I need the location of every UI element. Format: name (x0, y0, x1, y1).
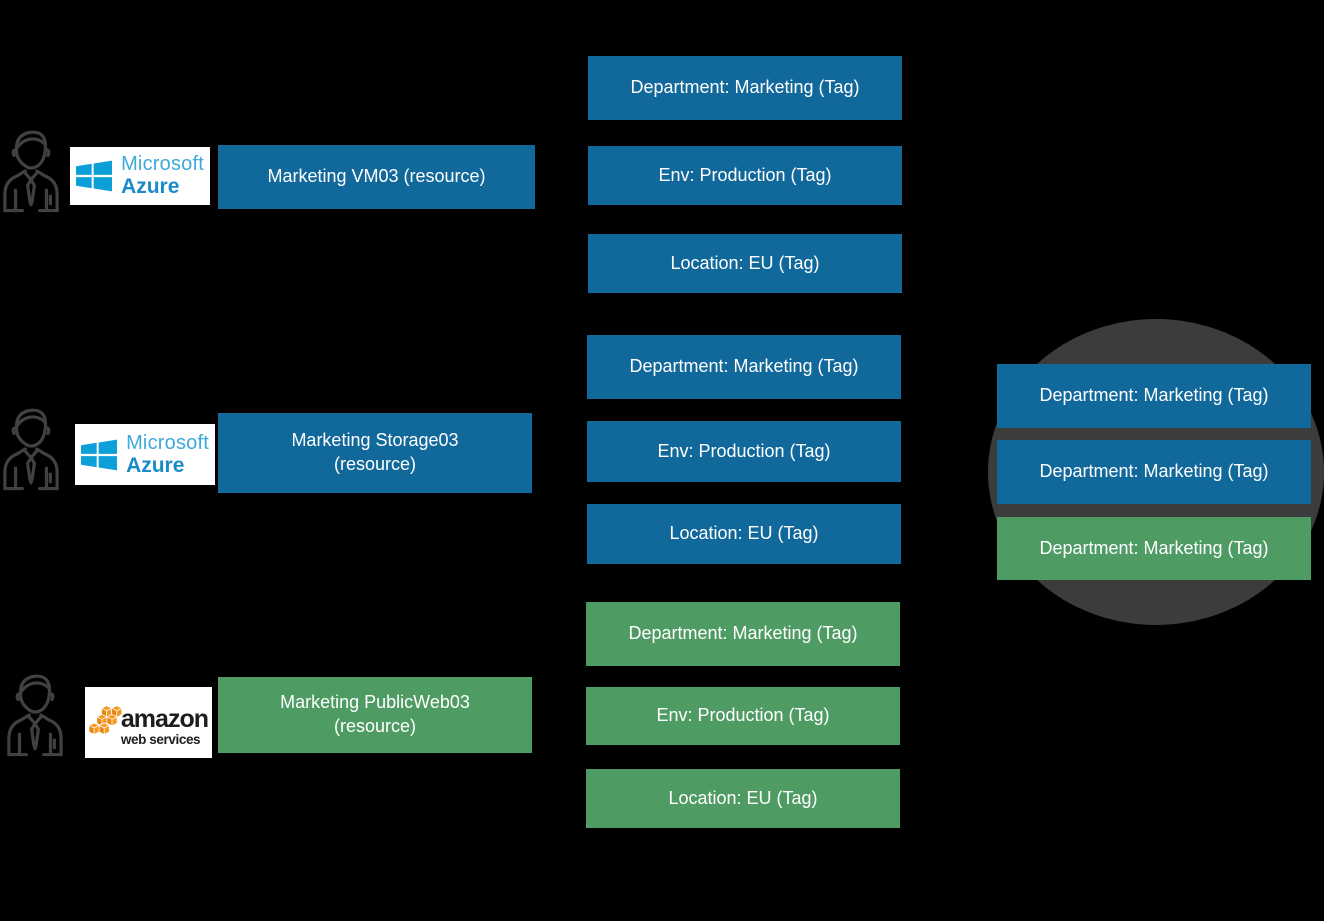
aws-logo: amazon web services (85, 687, 212, 758)
azure-logo-product: Azure (121, 175, 180, 199)
tag-box: Department: Marketing (Tag) (588, 56, 902, 120)
azure-logo-words: Microsoft Azure (126, 432, 209, 478)
tag-box: Env: Production (Tag) (587, 421, 901, 482)
tag-box: Env: Production (Tag) (586, 687, 900, 745)
azure-logo: Microsoft Azure (75, 424, 215, 485)
tag-box: Location: EU (Tag) (586, 769, 900, 828)
user-icon (2, 124, 60, 219)
azure-logo-product: Azure (126, 453, 185, 477)
businessman-outline-icon (7, 674, 63, 757)
resource-box-storage03: Marketing Storage03 (resource) (218, 413, 532, 493)
tag-box: Department: Marketing (Tag) (587, 335, 901, 399)
aws-logo-words: amazon web services (120, 704, 209, 747)
summary-tag-box: Department: Marketing (Tag) (997, 364, 1311, 428)
azure-logo-brand: Microsoft (121, 153, 204, 176)
user-icon (6, 667, 64, 764)
resource-box-publicweb03: Marketing PublicWeb03 (resource) (218, 677, 532, 753)
businessman-outline-icon (3, 408, 59, 491)
azure-logo: Microsoft Azure (70, 147, 210, 205)
windows-flag-icon (81, 439, 118, 470)
user-icon (2, 402, 60, 497)
tag-box: Location: EU (Tag) (588, 234, 902, 293)
windows-flag-icon (76, 160, 113, 192)
resource-box-vm03: Marketing VM03 (resource) (218, 145, 535, 209)
tag-box: Department: Marketing (Tag) (586, 602, 900, 666)
summary-tag-box: Department: Marketing (Tag) (997, 440, 1311, 504)
aws-cubes-icon (89, 704, 123, 735)
businessman-outline-icon (3, 130, 59, 213)
aws-logo-sub: web services (120, 731, 201, 747)
summary-tag-box: Department: Marketing (Tag) (997, 517, 1311, 580)
azure-logo-words: Microsoft Azure (121, 153, 204, 199)
tag-box: Location: EU (Tag) (587, 504, 901, 564)
azure-logo-brand: Microsoft (126, 431, 209, 454)
aws-logo-brand: amazon (120, 704, 209, 733)
tag-box: Env: Production (Tag) (588, 146, 902, 205)
